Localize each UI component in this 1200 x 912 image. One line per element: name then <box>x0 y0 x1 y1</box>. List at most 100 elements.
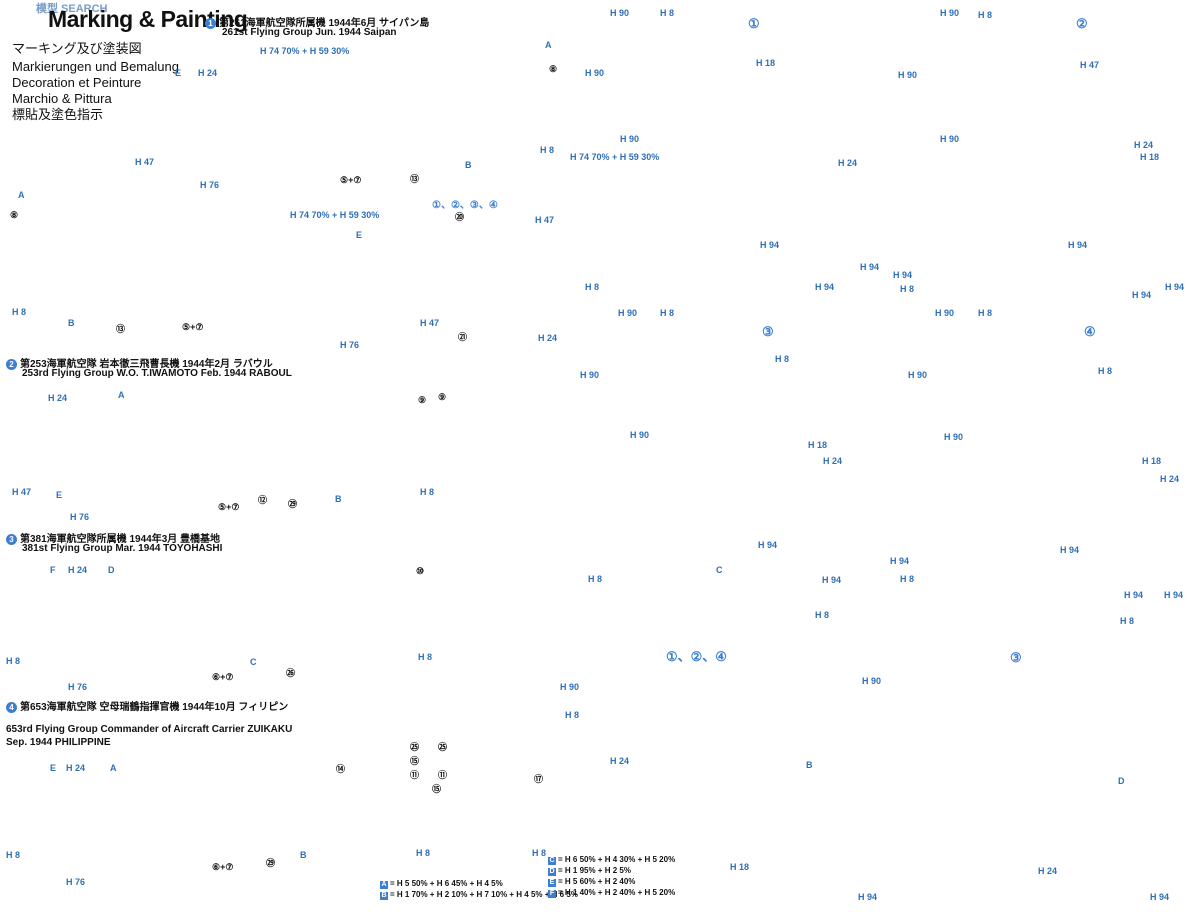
profile1-mix: H 74 70% + H 59 30% <box>260 46 350 56</box>
tag-h94-pv4b: H 94 <box>1124 590 1144 600</box>
tag-a-2: A <box>18 190 25 200</box>
profile4-caption-en2: Sep. 1944 PHILIPPINE <box>6 737 111 748</box>
tag-h18-pv4: H 18 <box>1142 456 1162 466</box>
tag-h90-pv2: H 90 <box>940 8 960 18</box>
tag-h8-pv4b: H 8 <box>1098 366 1113 376</box>
tag-h8-pv1b: H 8 <box>585 282 600 292</box>
tag-b-pv5: B <box>806 760 813 770</box>
tag-a-1: A <box>545 40 552 50</box>
tag-d-pv6: D <box>1118 776 1125 786</box>
decal-17: ⑰ <box>534 774 544 784</box>
tag-h8-pv3c: H 8 <box>588 574 603 584</box>
decal-9-b: ⑨ <box>438 392 447 402</box>
tag-h8-pv2: H 8 <box>978 10 993 20</box>
profile4-caption-en1: 653rd Flying Group Commander of Aircraft… <box>6 724 293 735</box>
svg-text:81-161: 81-161 <box>455 585 517 604</box>
tag-h8-1: H 8 <box>540 145 555 155</box>
decal-25-a: ㉕ <box>410 742 420 752</box>
tag-h18-pv5: H 18 <box>730 862 750 872</box>
tag-h94-pv4: H 94 <box>1060 545 1080 555</box>
tag-h8-pv4c: H 8 <box>900 574 915 584</box>
decal-9-a: ⑨ <box>418 395 427 405</box>
svg-text:61-108: 61-108 <box>32 227 83 242</box>
legend-ab: A= H 5 50% + H 6 45% + H 4 5% B= H 1 70%… <box>380 878 578 900</box>
decal-5-7-b: ⑤+⑦ <box>182 322 204 332</box>
tag-h90-pv4b: H 90 <box>908 370 928 380</box>
decal-11-a: ⑪ <box>410 770 420 780</box>
decal-13-a: ⑬ <box>410 174 420 184</box>
tag-h47-pv2: H 47 <box>1080 60 1100 70</box>
subtitle-fr: Decoration et Peinture <box>12 75 142 90</box>
tag-h47-p2: H 47 <box>12 487 32 497</box>
decal-21: ㉑ <box>458 332 468 342</box>
plan-5-label: ①、②、④ <box>666 649 727 664</box>
decal-14: ⑭ <box>336 764 346 774</box>
tag-h90-pv4c: H 90 <box>944 432 964 442</box>
tag-h90-pv1: H 90 <box>610 8 630 18</box>
tag-h8-pv5b: H 8 <box>565 710 580 720</box>
decal-29-b: ㉙ <box>266 858 276 868</box>
decal-29-a: ㉙ <box>288 499 298 509</box>
tag-h24-p2: H 24 <box>48 393 68 403</box>
tag-h18-pv3: H 18 <box>808 440 828 450</box>
tag-h47-1: H 47 <box>135 157 155 167</box>
tag-f-p3: F <box>50 565 56 575</box>
tag-h76-p2: H 76 <box>70 512 90 522</box>
legend-d: D= H 1 95% + H 2 5% <box>548 866 631 876</box>
decal-5-7-a: ⑤+⑦ <box>340 175 362 185</box>
tag-h94-pv2b: H 94 <box>1132 290 1152 300</box>
tag-h90-pv1c: H 90 <box>620 134 640 144</box>
tag-h8-p3a: H 8 <box>6 656 21 666</box>
watermark: 模型 SEARCH <box>36 3 108 15</box>
tag-h8-pv4: H 8 <box>978 308 993 318</box>
tag-h76-p4: H 76 <box>66 877 86 887</box>
decal-11-b: ⑪ <box>438 770 448 780</box>
profile3-caption-en: 381st Flying Group Mar. 1944 TOYOHASHI <box>22 543 223 554</box>
tag-h94-pv3b: H 94 <box>822 575 842 585</box>
plan-6-label: ③ <box>1010 650 1022 665</box>
tag-h47-2: H 47 <box>420 318 440 328</box>
tag-h90-pv3b: H 90 <box>580 370 600 380</box>
decal-10: ⑩ <box>416 566 425 576</box>
legend-f: F= H 1 40% + H 2 40% + H 5 20% <box>548 888 676 898</box>
decal-8-a: ⑧ <box>549 64 558 74</box>
tag-h18-pv1: H 18 <box>756 58 776 68</box>
tag-h94-pv1c: H 94 <box>860 262 880 272</box>
tag-h8-pv6: H 8 <box>1120 616 1135 626</box>
tag-h8-pv5: H 8 <box>815 610 830 620</box>
tag-h8-pv1: H 8 <box>660 8 675 18</box>
subtitle-jp: マーキング及び塗装図 <box>12 41 142 56</box>
tag-h8-p4a: H 8 <box>6 850 21 860</box>
tag-h94-pv5: H 94 <box>858 892 878 902</box>
decal-25-b: ㉕ <box>438 742 448 752</box>
tag-h8-p4b: H 8 <box>416 848 431 858</box>
plan-4-label: ④ <box>1084 324 1096 339</box>
tag-h24-pv1: H 24 <box>838 158 858 168</box>
tag-c-pv3: C <box>716 565 723 575</box>
decal-6-7-a: ⑥+⑦ <box>212 672 234 682</box>
tag-h24-pv4: H 24 <box>1160 474 1180 484</box>
tag-h18-pv2: H 18 <box>1140 152 1160 162</box>
plan-3-label: ③ <box>762 324 774 339</box>
tag-c-p3: C <box>250 657 257 667</box>
tag-a-p2: A <box>118 390 125 400</box>
decal-26: ㉖ <box>286 668 296 678</box>
tag-a-p4: A <box>110 763 117 773</box>
profile1-caption-en: 261st Flying Group Jun. 1944 Saipan <box>222 27 397 38</box>
svg-text:61-108: 61-108 <box>485 71 536 86</box>
decal-8-b: ⑧ <box>10 210 19 220</box>
svg-text:3-104: 3-104 <box>358 423 409 442</box>
legend-b: B= H 1 70% + H 2 10% + H 7 10% + H 4 5% … <box>380 890 578 900</box>
svg-text:653-117: 653-117 <box>452 773 516 789</box>
tag-h8-p3b: H 8 <box>418 652 433 662</box>
decal-15-b: ⑮ <box>432 784 442 794</box>
tag-h76-1: H 76 <box>200 180 220 190</box>
tag-h90-pv4: H 90 <box>935 308 955 318</box>
front-view-label: ①、②、③、④ <box>432 200 498 211</box>
tag-h90-pv3: H 90 <box>618 308 638 318</box>
tag-h8-pv3: H 8 <box>660 308 675 318</box>
tag-h94-pv3c: H 94 <box>890 556 910 566</box>
tag-mix-pv1: H 74 70% + H 59 30% <box>570 152 660 162</box>
tag-b-1: B <box>465 160 472 170</box>
